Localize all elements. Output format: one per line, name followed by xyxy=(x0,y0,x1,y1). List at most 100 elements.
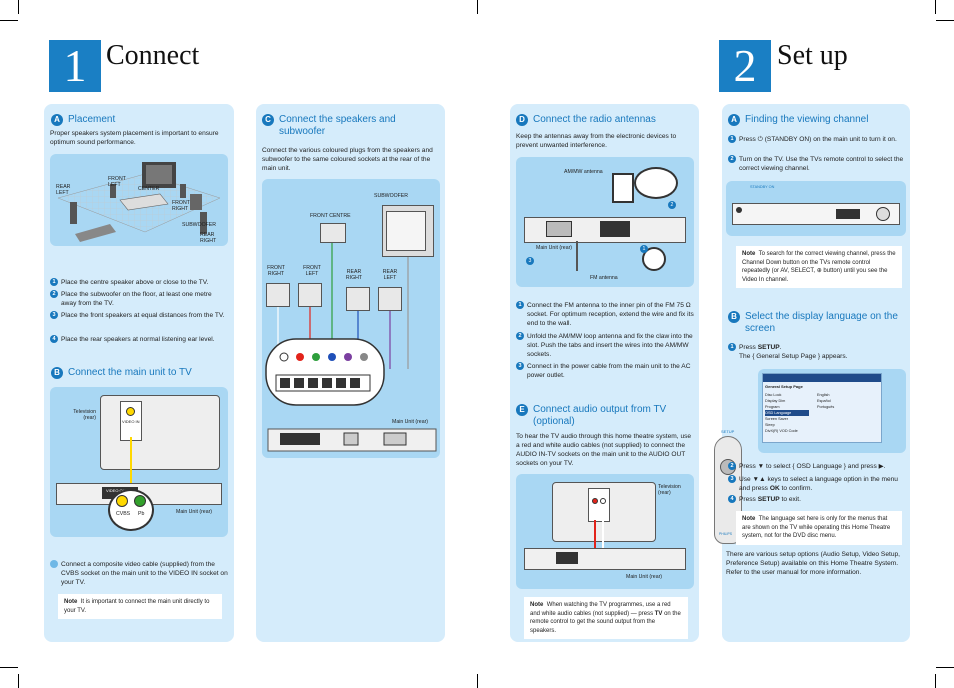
section-badge: D xyxy=(516,114,528,126)
antenna-zoom xyxy=(634,167,678,199)
display-window xyxy=(836,209,860,219)
standby-button xyxy=(736,207,742,213)
crop-mark xyxy=(18,0,19,14)
video-cable xyxy=(130,437,132,497)
menu-item: Screen Saver xyxy=(765,417,789,421)
label-video-out: VIDEO OUT xyxy=(106,488,129,493)
crop-mark xyxy=(477,0,478,14)
audio-cable-white xyxy=(602,520,604,548)
cvbs-socket xyxy=(116,495,128,507)
section-badge: B xyxy=(728,311,740,323)
speaker-wires xyxy=(265,243,437,452)
section-number: 2 xyxy=(719,40,771,92)
remote-brand: PHILIPS xyxy=(719,532,733,536)
menu-item: Display Dim xyxy=(765,399,786,403)
tv-video-in-socket xyxy=(126,407,135,416)
section-badge: E xyxy=(516,404,528,416)
section-number: 1 xyxy=(49,40,101,92)
crop-mark xyxy=(18,674,19,688)
antenna-figure: AM/MW antenna 2 Main Unit (rear) 3 1 FM … xyxy=(516,157,694,287)
menu-item: Disc Lock xyxy=(765,393,782,397)
crop-mark xyxy=(477,674,478,688)
speaker-figure: SUBWOOFER FRONT CENTRE FRONT RIGHT FRONT… xyxy=(262,179,440,458)
room-illustration xyxy=(57,162,221,242)
note-box: Note The language set here is only for t… xyxy=(736,511,902,545)
label-front-centre: FRONT CENTRE xyxy=(310,213,351,219)
label-am-mw-antenna: AM/MW antenna xyxy=(564,169,603,175)
note-box: Note When watching the TV programmes, us… xyxy=(524,597,688,639)
note-box: Note It is important to connect the main… xyxy=(58,594,222,619)
antenna-sockets xyxy=(546,221,572,237)
crop-mark xyxy=(0,20,18,21)
label-subwoofer: SUBWOOFER xyxy=(374,193,409,199)
label-main-unit: Main Unit (rear) xyxy=(392,419,429,425)
am-mw-loop-antenna xyxy=(612,173,634,203)
rear-left-speaker xyxy=(378,287,402,311)
volume-knob xyxy=(876,207,890,221)
front-left-speaker xyxy=(298,283,322,307)
label-cvbs: CVBS xyxy=(116,511,131,517)
menu-option[interactable]: Português xyxy=(817,405,835,409)
remote-setup-label[interactable]: SETUP xyxy=(721,429,735,434)
fm-antenna-wire xyxy=(576,241,578,271)
main-unit-rear xyxy=(524,548,686,570)
label-rear-right: REAR RIGHT xyxy=(345,269,363,281)
label-front-left: FRONT LEFT xyxy=(108,176,126,188)
label-rear-right: REAR RIGHT xyxy=(200,232,217,244)
menu-option[interactable]: Español xyxy=(817,399,831,403)
label-rear-left: REAR LEFT xyxy=(56,184,71,196)
page-title: Connect xyxy=(106,40,200,71)
osd-menu-figure: General Setup Page Disc Lock Display Dim… xyxy=(758,369,906,453)
label-subwoofer: SUBWOOFER xyxy=(182,222,217,228)
menu-item: Program xyxy=(765,405,780,409)
standby-figure: STANDBY ON xyxy=(726,181,906,236)
label-main-unit: Main Unit (rear) xyxy=(626,574,663,580)
pb-socket xyxy=(134,495,146,507)
callout-1: 1 xyxy=(640,245,648,253)
intro-text: Connect the various coloured plugs from … xyxy=(262,147,433,172)
section-badge: A xyxy=(51,114,63,126)
menu-option[interactable]: English xyxy=(817,393,830,397)
note-box: Note To search for the correct viewing c… xyxy=(736,246,902,288)
label-fm-antenna: FM antenna xyxy=(590,275,618,281)
speaker-sockets xyxy=(600,221,630,237)
placement-figure: REAR LEFT FRONT LEFT CENTER FRONT RIGHT … xyxy=(50,154,228,246)
footer-text: There are various setup options (Audio S… xyxy=(726,551,900,576)
label-standby-on: STANDBY ON xyxy=(750,185,775,189)
callout-2: 2 xyxy=(668,201,676,209)
label-pb: Pb xyxy=(138,511,145,517)
crop-mark xyxy=(935,674,936,688)
menu-item: DivX(R) VOD Code xyxy=(765,429,798,433)
osd-menu: General Setup Page Disc Lock Display Dim… xyxy=(762,373,882,443)
video-out-zoom xyxy=(108,489,154,531)
section-badge: A xyxy=(728,114,740,126)
section-badge: C xyxy=(262,114,274,126)
tv-audio-out-red xyxy=(592,498,598,504)
menu-item-selected[interactable]: OSD Language xyxy=(765,410,809,416)
audio-in-sockets xyxy=(556,552,578,564)
audio-cable-red xyxy=(594,520,596,548)
crop-mark xyxy=(936,667,954,668)
menu-title: General Setup Page xyxy=(765,384,803,389)
intro-text: To hear the TV audio through this home t… xyxy=(516,433,692,467)
intro-text: Keep the antennas away from the electron… xyxy=(516,133,677,149)
centre-speaker xyxy=(320,223,346,243)
label-television: Television (rear) xyxy=(658,484,681,496)
rear-right-speaker xyxy=(346,287,370,311)
